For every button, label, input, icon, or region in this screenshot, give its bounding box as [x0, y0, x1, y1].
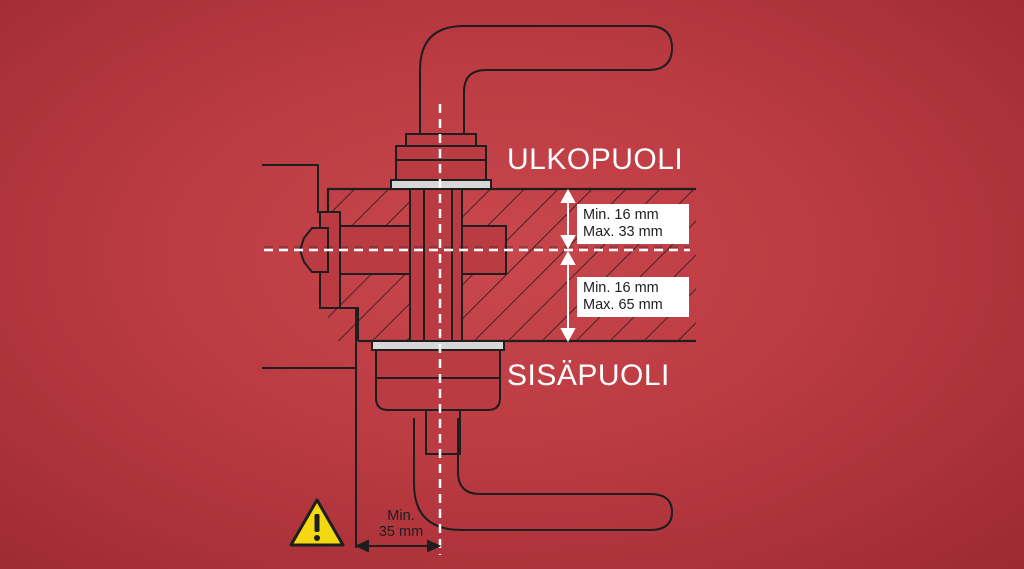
backset-dimension	[354, 539, 442, 553]
thin-part-dimension-box: Min. 16 mm Max. 33 mm	[577, 204, 689, 244]
thickness-dimension	[560, 188, 576, 343]
thick-part-dimension-box: Min. 16 mm Max. 65 mm	[577, 277, 689, 317]
cylinder-body	[409, 188, 463, 342]
thick-part-min: Min. 16 mm	[583, 280, 659, 296]
inside-rose	[371, 340, 505, 455]
inside-label: SISÄPUOLI	[507, 359, 670, 392]
backset-label: Min. 35 mm	[362, 508, 440, 540]
inside-handle	[413, 418, 674, 531]
thin-part-min: Min. 16 mm	[583, 207, 659, 223]
backset-label-line1: Min.	[387, 508, 415, 524]
warning-triangle-icon	[289, 498, 345, 547]
outside-rose	[390, 133, 492, 190]
outside-label: ULKOPUOLI	[507, 143, 684, 176]
outside-handle	[419, 25, 674, 134]
thin-part-max: Max. 33 mm	[583, 224, 663, 240]
backset-label-line2: 35 mm	[378, 524, 424, 540]
thick-part-max: Max. 65 mm	[583, 297, 663, 313]
